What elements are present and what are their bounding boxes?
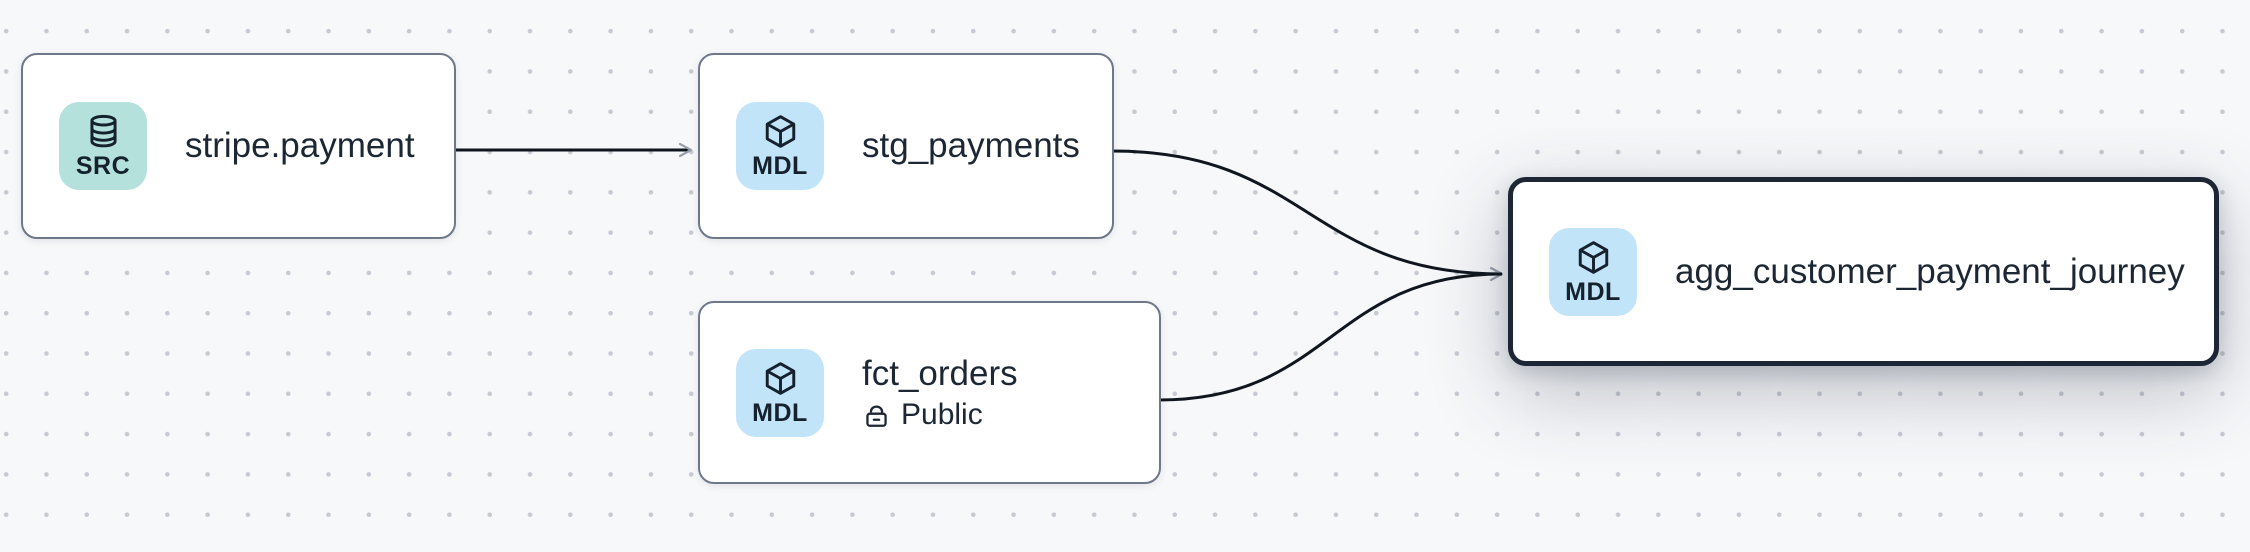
node-label: stg_payments [862, 126, 1080, 166]
node-label: agg_customer_payment_journey [1675, 251, 2185, 291]
node-fct-orders[interactable]: MDL fct_orders Public [698, 301, 1161, 484]
badge-label: MDL [752, 398, 808, 427]
badge-label: SRC [75, 152, 131, 180]
lock-open-icon [866, 405, 887, 427]
badge-label: MDL [752, 152, 808, 180]
node-type-badge: MDL [1549, 227, 1637, 316]
node-type-badge: SRC [59, 102, 147, 190]
node-type-badge: MDL [736, 102, 824, 190]
access-row: Public [862, 398, 1018, 432]
badge-label: MDL [1565, 277, 1621, 306]
node-stg-payments[interactable]: MDL stg_payments [698, 53, 1114, 239]
node-stripe-payment[interactable]: SRC stripe.payment [21, 53, 456, 239]
node-agg-customer-payment-journey[interactable]: MDL agg_customer_payment_journey [1508, 177, 2219, 366]
cube-icon [1578, 240, 1608, 274]
node-text: fct_orders Public [862, 353, 1018, 432]
access-label: Public [901, 398, 983, 432]
database-icon [89, 114, 117, 148]
cube-icon [765, 115, 795, 148]
node-label: stripe.payment [185, 126, 415, 166]
node-label: fct_orders [862, 353, 1018, 393]
node-type-badge: MDL [736, 348, 824, 437]
cube-icon [765, 361, 795, 395]
